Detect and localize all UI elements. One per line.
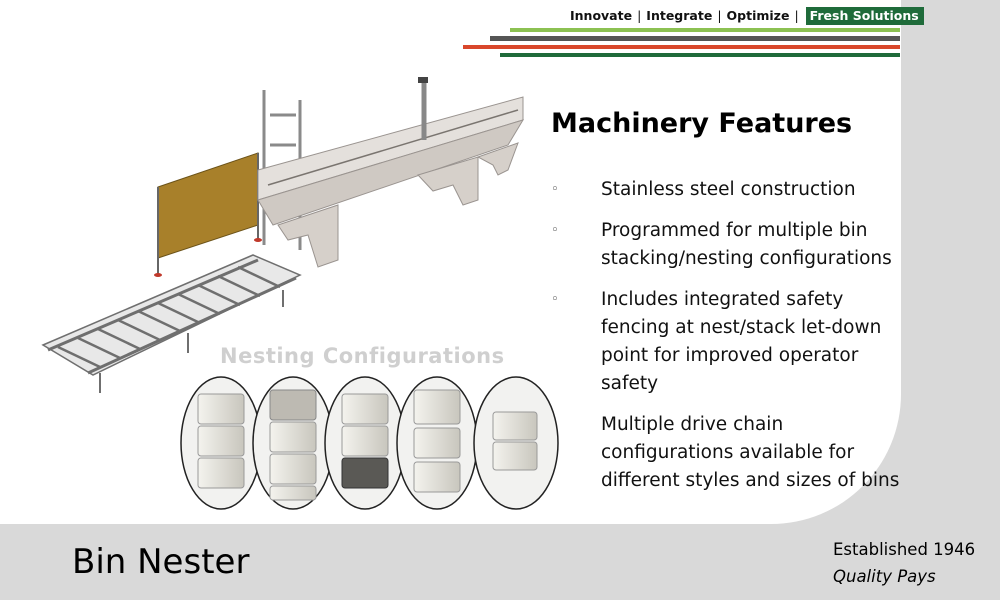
header-stripe-green bbox=[510, 28, 900, 32]
bin-config-5 bbox=[473, 376, 559, 510]
tagline: Innovate | Integrate | Optimize | Fresh … bbox=[570, 6, 924, 25]
motto-text: Quality Pays bbox=[833, 567, 936, 586]
bin-config-3 bbox=[324, 376, 406, 510]
nesting-configurations-title: Nesting Configurations bbox=[220, 344, 505, 368]
tagline-separator: | bbox=[717, 8, 722, 23]
bin-configurations-illustration bbox=[180, 376, 559, 510]
tagline-item-integrate: Integrate bbox=[646, 8, 713, 23]
features-list: ◦ Stainless steel construction ◦ Program… bbox=[551, 176, 901, 508]
feature-item: ◦ Includes integrated safety fencing at … bbox=[551, 286, 901, 398]
header-stripe-dark-green bbox=[500, 53, 900, 57]
tagline-highlight: Fresh Solutions bbox=[805, 6, 924, 25]
feature-text: Includes integrated safety fencing at ne… bbox=[601, 289, 882, 394]
bin-nester-machine-illustration bbox=[41, 77, 525, 393]
features-title: Machinery Features bbox=[551, 108, 853, 139]
header-stripe-gray bbox=[490, 36, 900, 41]
bin-config-1 bbox=[180, 376, 262, 510]
roller-conveyor bbox=[41, 254, 302, 393]
feature-item: ◦ Stainless steel construction bbox=[551, 176, 901, 204]
tagline-item-innovate: Innovate bbox=[570, 8, 633, 23]
feature-item: Multiple drive chain configurations avai… bbox=[551, 411, 901, 495]
bin-config-4 bbox=[396, 376, 478, 510]
bullet-icon: ◦ bbox=[551, 292, 559, 307]
product-name: Bin Nester bbox=[72, 542, 250, 582]
established-text: Established 1946 bbox=[833, 540, 976, 559]
bin-config-2 bbox=[252, 376, 334, 510]
bullet-icon: ◦ bbox=[551, 223, 559, 238]
safety-fence bbox=[154, 152, 262, 277]
tagline-separator: | bbox=[637, 8, 642, 23]
tagline-separator: | bbox=[794, 8, 799, 23]
tagline-item-optimize: Optimize bbox=[726, 8, 790, 23]
bullet-icon: ◦ bbox=[551, 182, 559, 197]
feature-text: Multiple drive chain configurations avai… bbox=[601, 414, 900, 491]
stainless-frame bbox=[257, 77, 525, 268]
feature-item: ◦ Programmed for multiple bin stacking/n… bbox=[551, 217, 901, 273]
feature-text: Stainless steel construction bbox=[601, 179, 856, 200]
feature-text: Programmed for multiple bin stacking/nes… bbox=[601, 220, 892, 269]
header-stripe-red bbox=[463, 45, 900, 49]
